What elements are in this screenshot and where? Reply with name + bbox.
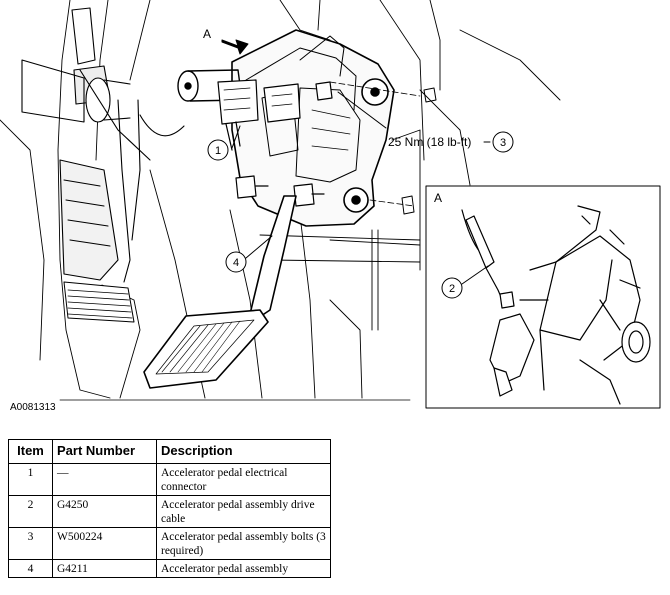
callout-2-number: 2 xyxy=(449,283,455,295)
header-part-number: Part Number xyxy=(52,439,157,464)
row-item: 2 xyxy=(8,495,53,528)
row-item: 4 xyxy=(8,559,53,578)
table-header-row: Item Part Number Description xyxy=(8,439,331,464)
row-part-number: G4211 xyxy=(52,559,157,578)
detail-view-a: A 2 xyxy=(425,185,661,409)
detail-view-label: A xyxy=(434,191,442,205)
header-description: Description xyxy=(156,439,331,464)
callout-1: 1 xyxy=(207,125,241,161)
bracket-bolts xyxy=(235,81,437,215)
callout-4: 4 xyxy=(225,235,273,273)
table-row: 1 — Accelerator pedal electrical connect… xyxy=(8,463,331,496)
pedal-diagram: A 1 4 25 Nm (18 lb-ft) 3 A xyxy=(0,0,661,409)
row-part-number: G4250 xyxy=(52,495,157,528)
row-part-number: — xyxy=(52,463,157,496)
callout-3: 25 Nm (18 lb-ft) 3 xyxy=(337,91,514,153)
row-description: Accelerator pedal assembly xyxy=(156,559,331,578)
callout-3-number: 3 xyxy=(500,137,506,149)
table-row: 3 W500224 Accelerator pedal assembly bol… xyxy=(8,527,331,560)
parts-table: Item Part Number Description 1 — Acceler… xyxy=(8,439,331,578)
header-item: Item xyxy=(8,439,53,464)
steering-column xyxy=(21,7,185,283)
pedal-arm xyxy=(249,195,297,319)
floor-mat xyxy=(63,281,135,323)
callout-2: 2 xyxy=(441,265,489,299)
row-item: 1 xyxy=(8,463,53,496)
row-item: 3 xyxy=(8,527,53,560)
pedal-pad xyxy=(143,309,269,389)
row-part-number: W500224 xyxy=(52,527,157,560)
row-description: Accelerator pedal assembly bolts (3 requ… xyxy=(156,527,331,560)
view-arrow-label: A xyxy=(203,27,211,41)
callout-1-number: 1 xyxy=(215,145,221,157)
figure-id: A0081313 xyxy=(10,402,56,413)
vehicle-structure xyxy=(0,0,561,399)
row-description: Accelerator pedal electrical connector xyxy=(156,463,331,496)
table-row: 2 G4250 Accelerator pedal assembly drive… xyxy=(8,495,331,528)
callout-4-number: 4 xyxy=(233,257,239,269)
view-arrow-a: A xyxy=(203,27,249,55)
electrical-connector xyxy=(217,79,301,151)
table-row: 4 G4211 Accelerator pedal assembly xyxy=(8,559,331,578)
torque-spec: 25 Nm (18 lb-ft) xyxy=(388,135,471,149)
row-description: Accelerator pedal assembly drive cable xyxy=(156,495,331,528)
